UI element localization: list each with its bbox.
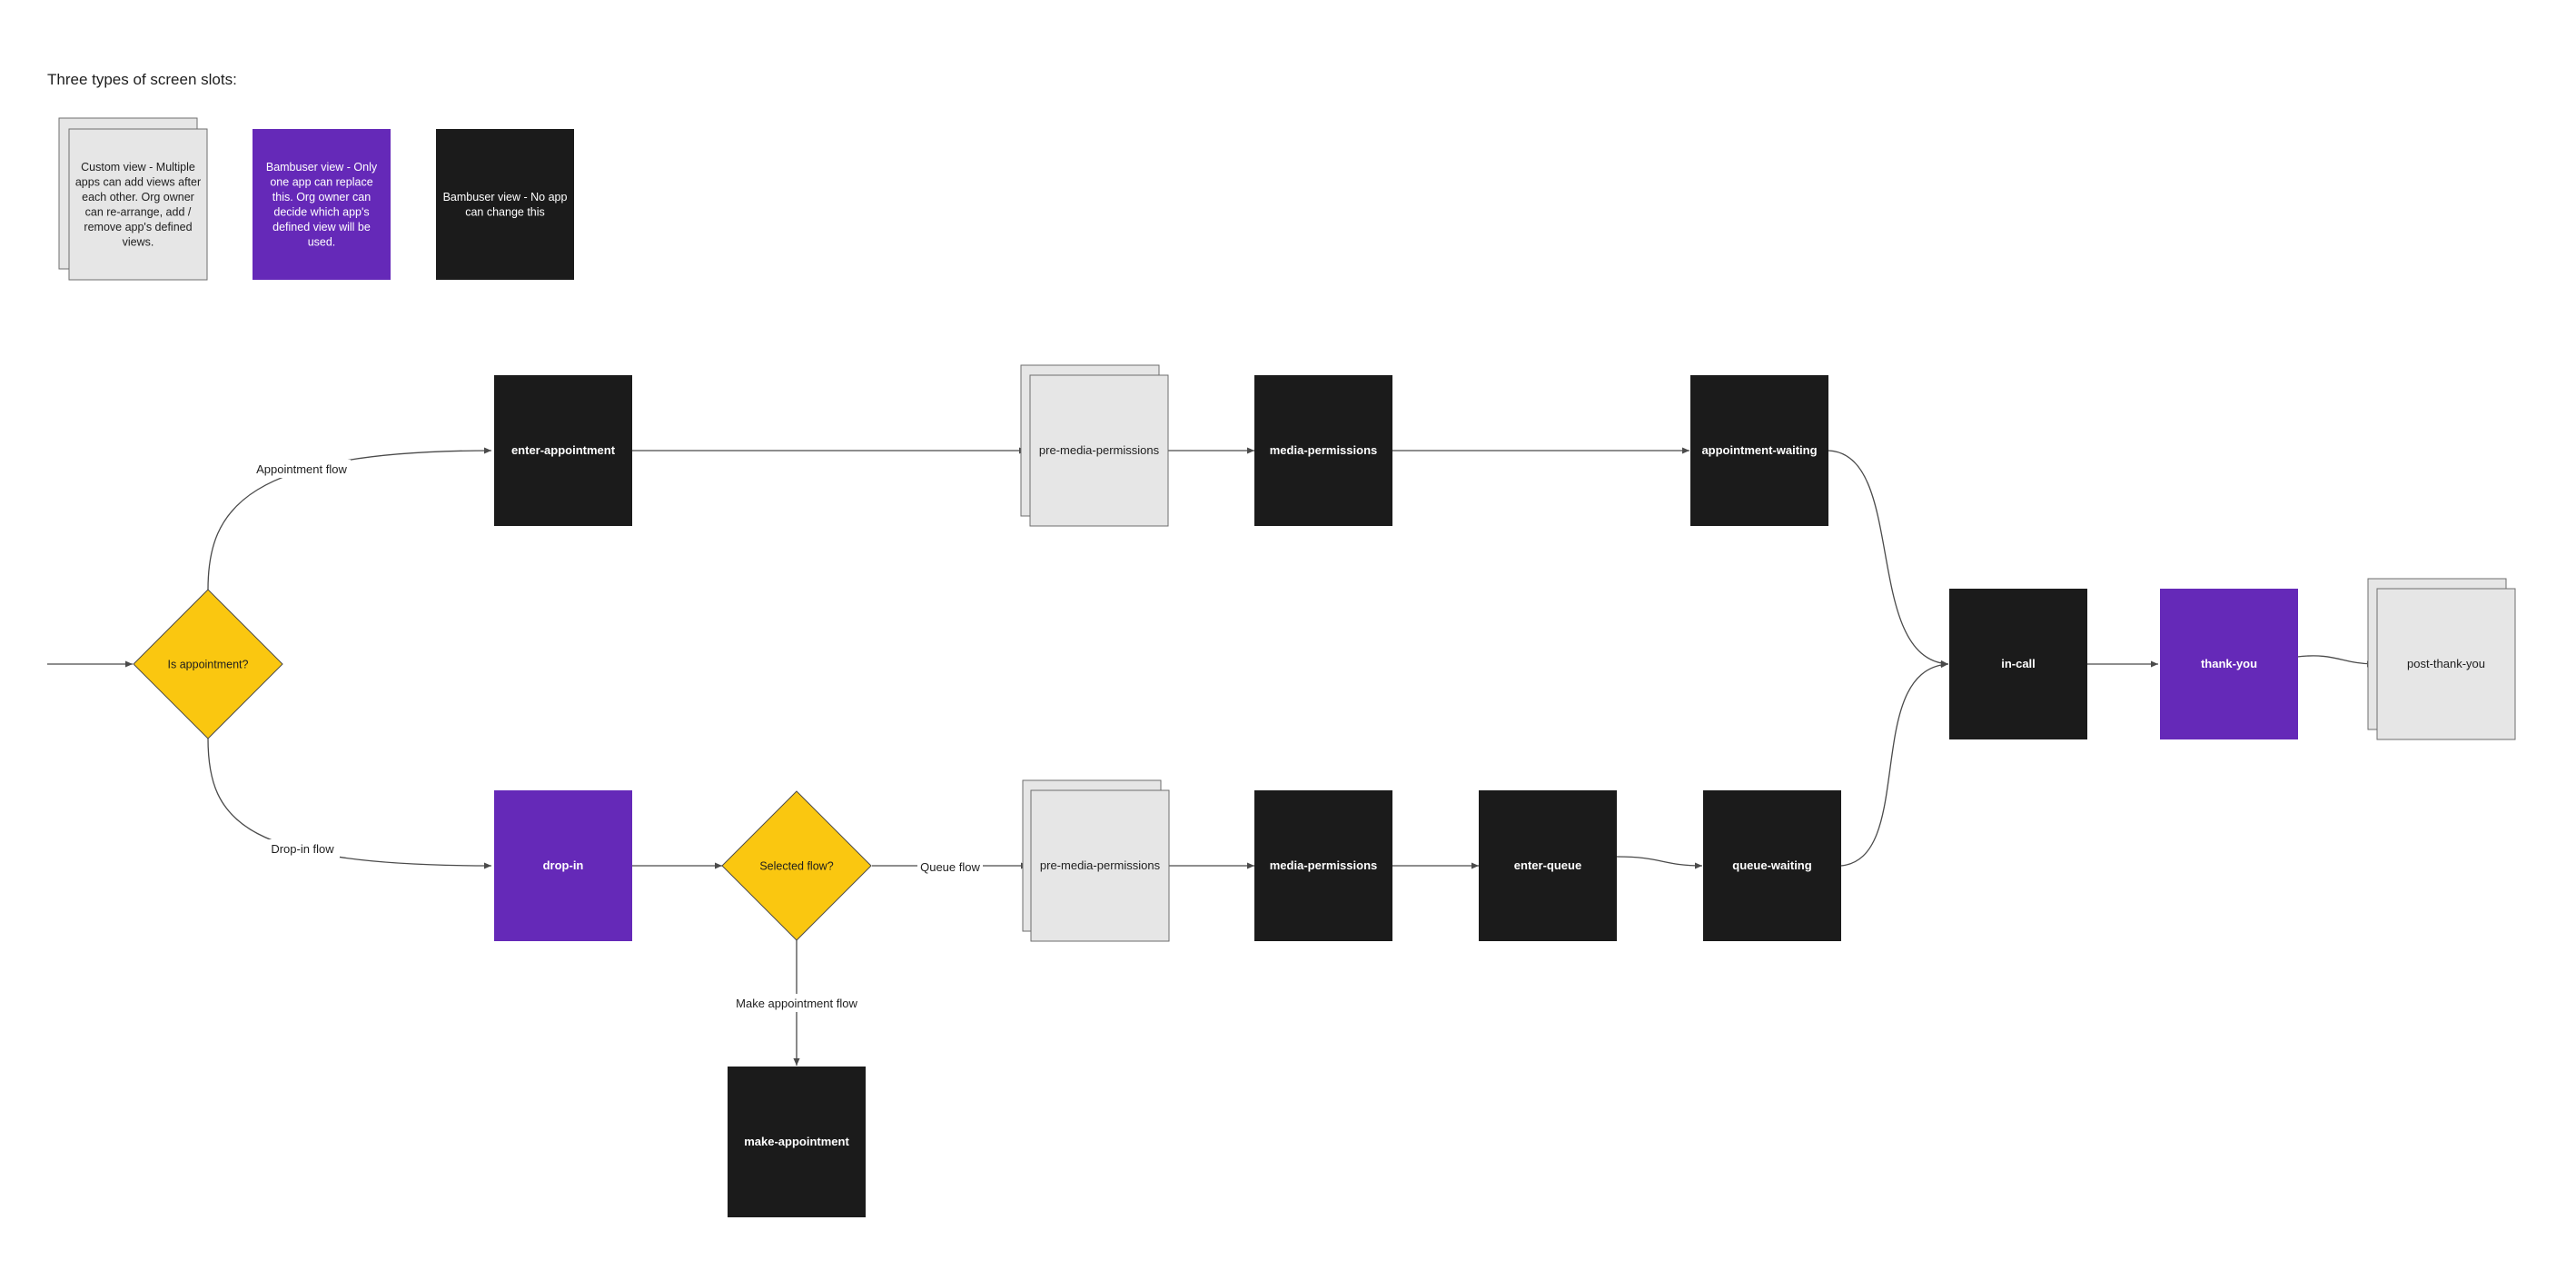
decision-selected-flow: Selected flow?	[721, 790, 872, 941]
edge-label-drop-in-flow: Drop-in flow	[271, 842, 334, 856]
screen-media-permissions-bottom-label: media-permissions	[1270, 858, 1378, 872]
screen-pre-media-permissions-bottom-label: pre-media-permissions	[1040, 858, 1161, 872]
screen-drop-in-label: drop-in	[543, 858, 584, 872]
screen-media-permissions-top: media-permissions	[1254, 375, 1392, 526]
screen-queue-waiting-label: queue-waiting	[1732, 858, 1811, 872]
connectors	[47, 447, 2375, 1066]
connector-thank-you-to-post-thank-you	[2296, 655, 2375, 668]
connector-drop-in-flow	[207, 738, 492, 869]
decision-selected-flow-text: Selected flow?	[759, 859, 833, 872]
connector-enter-queue-to-queue-waiting	[1616, 856, 1703, 869]
screen-pre-media-permissions-bottom: pre-media-permissions	[1022, 779, 1170, 942]
screen-enter-queue: enter-queue	[1479, 790, 1617, 941]
screen-in-call-label: in-call	[2001, 657, 2036, 670]
screen-appointment-waiting: appointment-waiting	[1690, 375, 1828, 526]
edge-label-queue-flow: Queue flow	[920, 860, 980, 874]
screen-queue-waiting: queue-waiting	[1703, 790, 1841, 941]
screen-thank-you-label: thank-you	[2201, 657, 2257, 670]
edge-labels: Appointment flow Drop-in flow Queue flow…	[253, 460, 983, 1012]
screen-pre-media-permissions-top-label: pre-media-permissions	[1039, 443, 1160, 457]
screen-enter-appointment: enter-appointment	[494, 375, 632, 526]
screen-appointment-waiting-label: appointment-waiting	[1701, 443, 1817, 457]
screen-drop-in: drop-in	[494, 790, 632, 941]
screen-enter-appointment-label: enter-appointment	[511, 443, 616, 457]
screen-media-permissions-bottom: media-permissions	[1254, 790, 1392, 941]
screen-thank-you: thank-you	[2160, 589, 2298, 739]
screen-make-appointment: make-appointment	[728, 1067, 866, 1217]
screen-post-thank-you-label: post-thank-you	[2407, 657, 2485, 670]
screen-media-permissions-top-label: media-permissions	[1270, 443, 1378, 457]
decision-is-appointment-text: Is appointment?	[168, 658, 249, 670]
edge-label-make-appointment-flow: Make appointment flow	[736, 997, 857, 1010]
screen-make-appointment-label: make-appointment	[744, 1135, 849, 1148]
decision-is-appointment: Is appointment?	[133, 589, 283, 739]
screen-post-thank-you: post-thank-you	[2367, 578, 2516, 740]
diagram-heading: Three types of screen slots:	[47, 71, 237, 88]
connector-appointment-waiting-to-in-call	[1828, 450, 1949, 668]
screen-in-call: in-call	[1949, 589, 2087, 739]
connector-queue-waiting-to-in-call	[1840, 660, 1949, 867]
edge-label-appointment-flow: Appointment flow	[256, 462, 347, 476]
screen-pre-media-permissions-top: pre-media-permissions	[1020, 364, 1169, 527]
screen-enter-queue-label: enter-queue	[1514, 858, 1581, 872]
connector-appointment-flow	[207, 447, 492, 590]
